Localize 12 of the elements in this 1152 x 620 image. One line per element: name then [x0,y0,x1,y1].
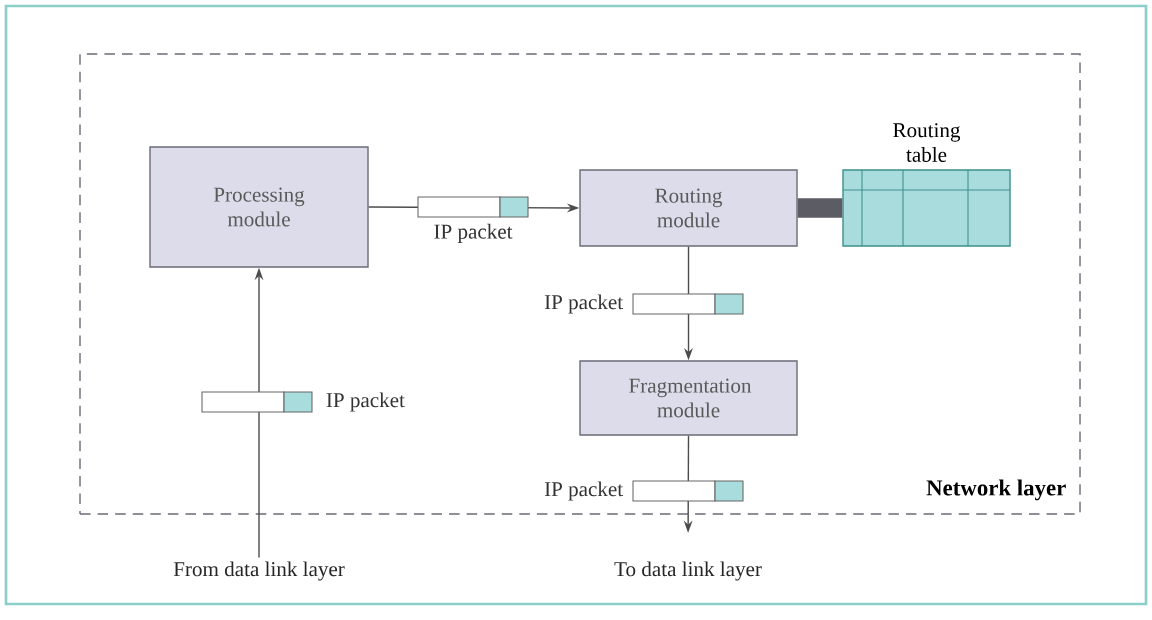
edge-label: IP packet [544,294,623,314]
caption-text: To data link layer [614,561,762,581]
module-box: Fragmentation module [579,360,798,436]
node-label: Routing table [893,123,961,162]
edge-label: IP packet [544,481,623,501]
caption-text: From data link layer [173,561,345,581]
connector-bar [797,198,843,218]
module-box: Processing module [149,146,369,268]
routing-table: Routing table [842,123,1011,247]
edge-label: IP packet [434,223,513,243]
module-box: Routing module [579,169,798,247]
edge-label: IP packet [326,392,405,412]
